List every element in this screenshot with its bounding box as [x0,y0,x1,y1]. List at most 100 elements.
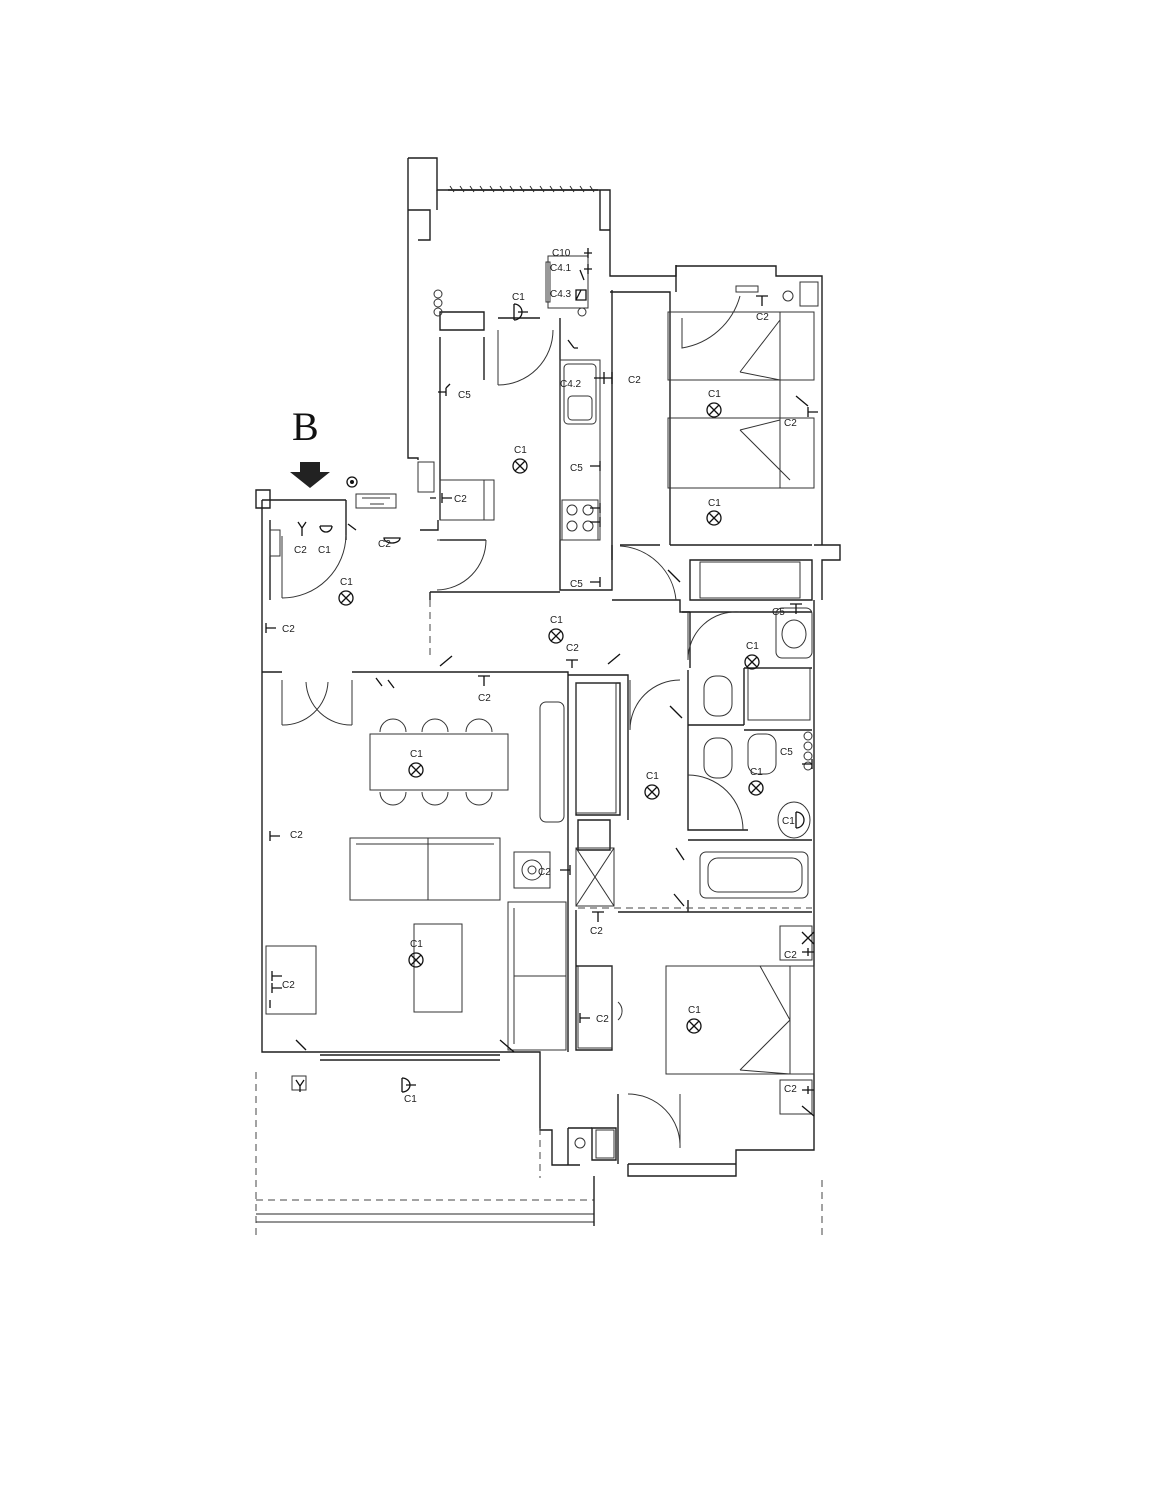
socket-icon [566,659,578,668]
label-c2: C2 [784,950,797,961]
interior-walls [262,265,813,1178]
label-c1: C1 [404,1094,417,1105]
socket-icon [265,623,276,633]
switch-icon [607,653,621,665]
socket-icon [579,1013,590,1023]
label-c2: C2 [756,312,769,323]
doors [281,295,744,1149]
socket-icon [801,931,815,956]
socket-icon [590,577,601,587]
wall-light-icon [401,1077,416,1093]
socket-icon [807,407,818,417]
label-c1: C1 [512,292,525,303]
label-c1: C1 [410,939,423,950]
label-c5: C5 [780,747,793,758]
socket-icon [438,383,451,396]
switch-icon [347,523,357,531]
label-c1: C1 [708,498,721,509]
light-icon [338,590,354,606]
label-c5: C5 [458,390,471,401]
label-c1: C1 [646,771,659,782]
socket-icon [590,503,601,527]
light-icon [686,1018,702,1034]
switch-icon [673,893,685,907]
socket-icon [430,493,452,503]
socket-icon [592,911,604,922]
wall-light-icon [383,537,401,544]
light-icon [706,510,722,526]
outer-walls [255,157,841,1240]
socket-icon [297,521,307,536]
socket-icon [271,971,282,993]
label-c2: C2 [784,1084,797,1095]
light-icon [748,780,764,796]
section-marker-letter: B [292,404,319,449]
label-c2: C2 [538,867,551,878]
socket-icon [584,248,592,258]
label-c4-1: C4.1 [550,263,572,274]
furniture [265,255,819,1159]
label-c2: C2 [282,624,295,635]
wall-light-icon [319,525,333,533]
switch-icon [499,1039,515,1053]
switch-icon [579,269,585,281]
light-icon [644,784,660,800]
switch-icon [795,395,809,407]
label-c10: C10 [552,248,571,259]
light-icon [408,762,424,778]
label-c1: C1 [410,749,423,760]
light-icon [512,458,528,474]
light-icon [706,402,722,418]
label-c1: C1 [550,615,563,626]
switch-icon [675,847,685,861]
label-c2: C2 [454,494,467,505]
label-c2: C2 [590,926,603,937]
label-c1: C1 [318,545,331,556]
switches [295,269,809,1053]
label-c1: C1 [750,767,763,778]
socket-icon [584,264,592,274]
light-icon [548,628,564,644]
label-c5: C5 [570,463,583,474]
socket-icon [269,831,280,841]
label-c2: C2 [566,643,579,654]
switch-icon [375,677,395,689]
socket-icon [802,759,813,769]
socket-icon [801,1086,815,1117]
socket-icon [590,461,601,471]
balcony-rail [448,185,598,193]
light-icon [346,476,358,488]
wall-light-icon [513,303,528,321]
socket-icon [560,865,571,875]
label-c2: C2 [596,1014,609,1025]
label-c2: C2 [290,830,303,841]
label-c5: C5 [772,607,785,618]
label-c1: C1 [340,577,353,588]
sockets [265,248,818,1117]
switch-icon [669,705,683,719]
circuit-labels: C10 C4.1 C4.3 C1 C4.2 C2 C5 C1 C5 C2 C5 … [282,248,797,1105]
light-icon [744,654,760,670]
switch-icon [567,339,578,349]
switch-icon [439,655,453,667]
light-icon [408,952,424,968]
label-c2: C2 [478,693,491,704]
wall-light-icon [795,811,805,829]
label-c5: C5 [570,579,583,590]
label-c2: C2 [628,375,641,386]
label-c2: C2 [378,539,391,550]
label-c1: C1 [746,641,759,652]
socket-icon [756,295,768,306]
socket-icon [295,1079,305,1092]
ceiling-lights [338,402,764,1034]
label-c1: C1 [514,445,527,456]
label-c2: C2 [784,418,797,429]
wall-lights [319,303,805,1093]
label-c4-2: C4.2 [560,379,582,390]
label-c1: C1 [782,816,795,827]
label-c1: C1 [688,1005,701,1016]
socket-icon [790,603,802,614]
switch-icon [667,569,681,583]
label-c2: C2 [294,545,307,556]
